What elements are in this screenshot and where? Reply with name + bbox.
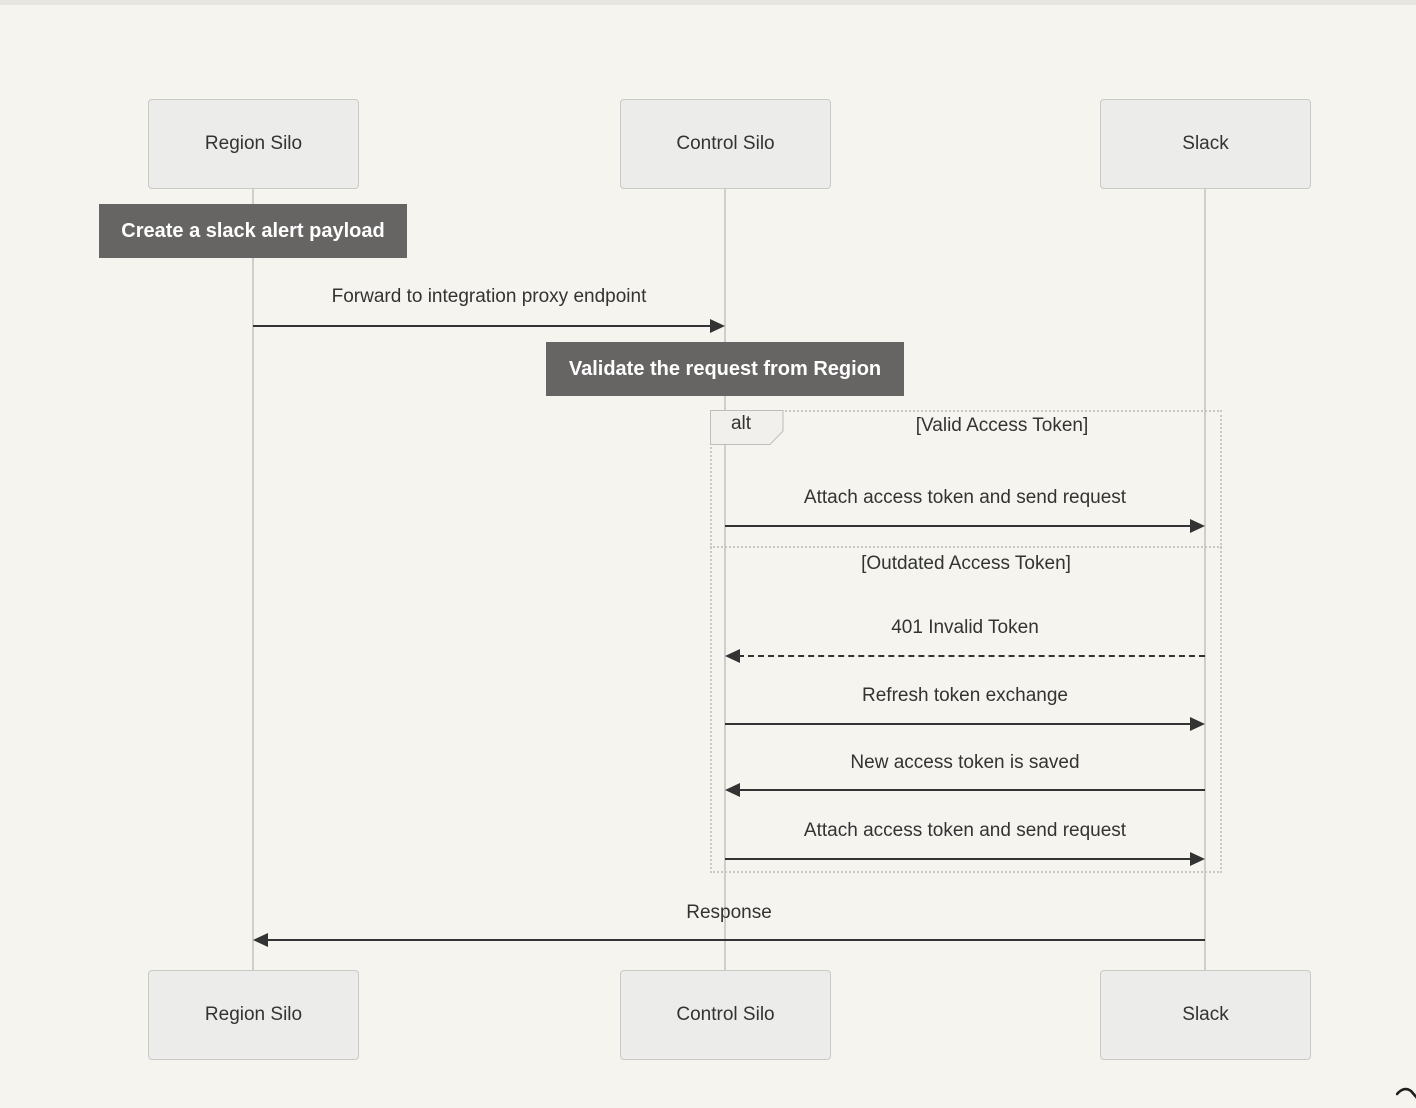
alt-frame	[710, 410, 1222, 873]
message-401-invalid-token: 401 Invalid Token	[725, 617, 1205, 665]
actor-label: Slack	[1182, 1004, 1229, 1025]
message-label: 401 Invalid Token	[891, 617, 1039, 638]
message-line-dashed	[738, 655, 1205, 657]
lifeline-control-silo	[724, 188, 726, 970]
message-line	[725, 723, 1192, 725]
alt-condition-outdated: [Outdated Access Token]	[861, 553, 1071, 574]
message-attach-token-1: Attach access token and send request	[725, 487, 1205, 535]
message-refresh-token-exchange: Refresh token exchange	[725, 685, 1205, 733]
alt-label-text: alt	[730, 413, 752, 434]
note-text: Create a slack alert payload	[121, 219, 385, 242]
actor-top-control-silo: Control Silo	[620, 99, 831, 189]
actor-top-slack: Slack	[1100, 99, 1311, 189]
arrowhead-left-icon	[253, 933, 268, 947]
note-validate-request-from-region: Validate the request from Region	[546, 342, 904, 396]
actor-bottom-slack: Slack	[1100, 970, 1311, 1060]
message-label: Refresh token exchange	[862, 685, 1068, 706]
actor-top-region-silo: Region Silo	[148, 99, 359, 189]
message-attach-token-2: Attach access token and send request	[725, 820, 1205, 868]
message-line	[725, 525, 1192, 527]
window-top-edge	[0, 0, 1416, 5]
alt-frame-divider	[710, 546, 1222, 548]
arrowhead-left-icon	[725, 783, 740, 797]
message-forward-to-proxy: Forward to integration proxy endpoint	[253, 286, 725, 334]
alt-label-shape-icon	[710, 410, 784, 445]
alt-condition-valid: [Valid Access Token]	[915, 415, 1089, 436]
message-label: Response	[686, 902, 772, 923]
message-line	[725, 858, 1192, 860]
alt-frame-label: alt	[710, 410, 784, 445]
actor-label: Region Silo	[204, 1004, 303, 1025]
arrowhead-right-icon	[1190, 717, 1205, 731]
actor-bottom-region-silo: Region Silo	[148, 970, 359, 1060]
lifeline-slack	[1204, 188, 1206, 970]
message-line	[266, 939, 1205, 941]
arrowhead-left-icon	[725, 649, 740, 663]
message-new-token-saved: New access token is saved	[725, 752, 1205, 800]
cursor-mark-icon	[1395, 1084, 1416, 1108]
message-label: Attach access token and send request	[803, 487, 1127, 508]
actor-label: Region Silo	[204, 133, 303, 154]
actor-label: Slack	[1182, 133, 1229, 154]
message-label: Attach access token and send request	[803, 820, 1127, 841]
lifeline-region-silo	[252, 188, 254, 970]
arrowhead-right-icon	[1190, 852, 1205, 866]
message-line	[738, 789, 1205, 791]
note-create-slack-alert-payload: Create a slack alert payload	[99, 204, 407, 258]
arrowhead-right-icon	[710, 319, 725, 333]
note-text: Validate the request from Region	[568, 357, 882, 380]
message-label: Forward to integration proxy endpoint	[331, 286, 647, 307]
message-response: Response	[253, 902, 1205, 950]
message-line	[253, 325, 712, 327]
actor-label: Control Silo	[676, 133, 775, 154]
arrowhead-right-icon	[1190, 519, 1205, 533]
actor-label: Control Silo	[676, 1004, 775, 1025]
actor-bottom-control-silo: Control Silo	[620, 970, 831, 1060]
message-label: New access token is saved	[850, 752, 1080, 773]
